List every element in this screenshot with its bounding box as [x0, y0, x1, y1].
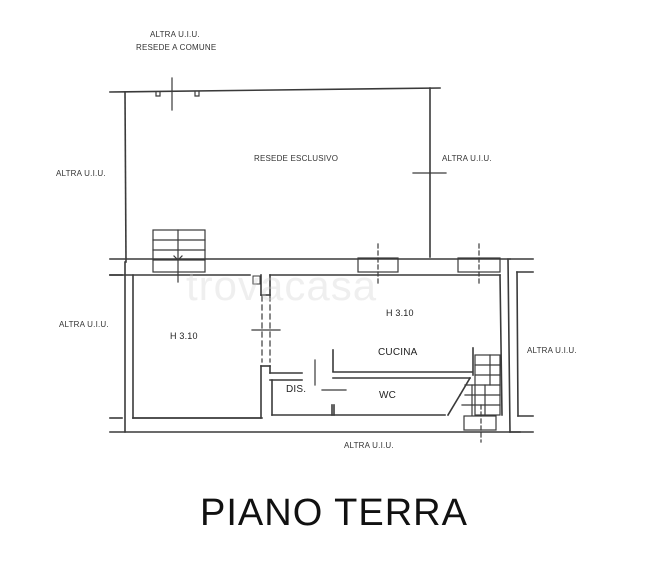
room-wc: WC — [379, 390, 397, 401]
interior-walls — [132, 274, 474, 419]
windows — [357, 243, 501, 286]
room-left-height: H 3.10 — [170, 331, 198, 341]
stairs-right — [461, 354, 501, 443]
room-kitchen: CUCINA — [378, 347, 418, 358]
label-resede-comune: RESEDE A COMUNE — [136, 43, 217, 52]
label-right-upper: ALTRA U.I.U. — [442, 154, 492, 163]
outer-walls — [109, 258, 534, 433]
stairs-left — [152, 229, 206, 283]
label-yard: RESEDE ESCLUSIVO — [254, 154, 339, 163]
label-right-lower: ALTRA U.I.U. — [527, 346, 577, 355]
label-left-lower: ALTRA U.I.U. — [59, 320, 109, 329]
label-bottom: ALTRA U.I.U. — [344, 441, 394, 450]
plan-title: PIANO TERRA — [200, 492, 468, 534]
label-top-altra-uiu: ALTRA U.I.U. — [150, 30, 200, 39]
room-dis: DIS. — [286, 384, 307, 395]
watermark: trovacasa — [186, 262, 378, 309]
label-left-upper: ALTRA U.I.U. — [56, 169, 106, 178]
yard-outline — [109, 77, 447, 263]
room-main-height: H 3.10 — [386, 308, 414, 318]
